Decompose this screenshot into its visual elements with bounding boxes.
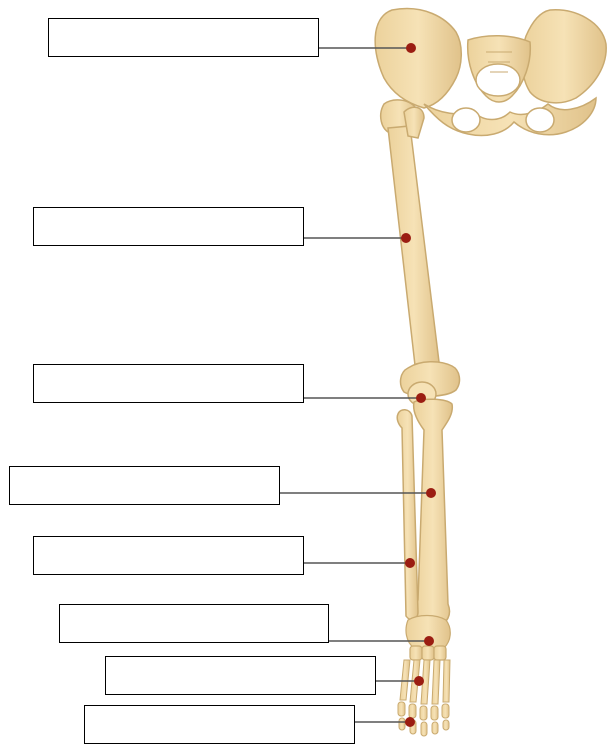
tibia-bone bbox=[414, 399, 453, 626]
label-box-femur[interactable] bbox=[33, 207, 304, 246]
femur-bone bbox=[381, 100, 460, 396]
phalanges-bones bbox=[398, 702, 449, 736]
label-box-pelvis[interactable] bbox=[48, 18, 319, 57]
label-box-tibia[interactable] bbox=[9, 466, 280, 505]
marker-pelvis bbox=[406, 43, 416, 53]
marker-femur bbox=[401, 233, 411, 243]
marker-tibia bbox=[426, 488, 436, 498]
label-box-tarsals[interactable] bbox=[59, 604, 329, 643]
marker-patella bbox=[416, 393, 426, 403]
label-box-patella[interactable] bbox=[33, 364, 304, 403]
marker-tarsals bbox=[424, 636, 434, 646]
metatarsal-bones bbox=[400, 660, 450, 704]
marker-phalanges bbox=[405, 717, 415, 727]
fibula-bone bbox=[397, 410, 418, 620]
marker-fibula bbox=[405, 558, 415, 568]
label-box-phalanges[interactable] bbox=[84, 705, 355, 744]
label-box-fibula[interactable] bbox=[33, 536, 304, 575]
marker-metatarsals bbox=[414, 676, 424, 686]
label-box-metatarsals[interactable] bbox=[105, 656, 376, 695]
